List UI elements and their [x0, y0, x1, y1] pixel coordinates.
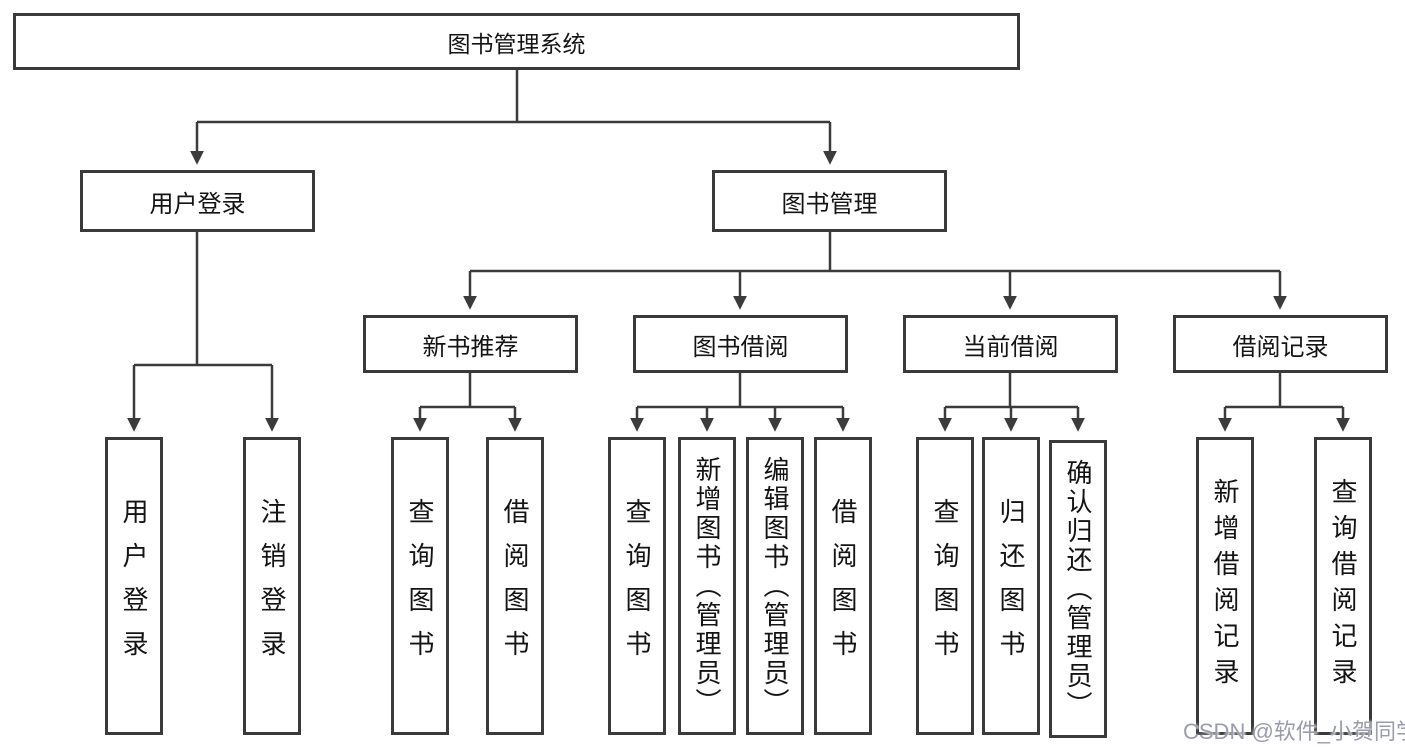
leaf-query-books-recommend: 查询图书: [391, 437, 449, 735]
node-label: 当前借阅: [962, 333, 1059, 361]
leaf-label: 借阅图书: [500, 498, 530, 674]
leaf-borrow-books-recommend: 借阅图书: [486, 437, 544, 735]
leaf-label: 查询图书: [622, 498, 652, 674]
node-borrow-record: 借阅记录: [1173, 315, 1388, 373]
csdn-watermark: CSDN @软件_小贺同学: [1183, 719, 1405, 744]
node-label: 新书推荐: [422, 333, 519, 361]
node-current-borrow: 当前借阅: [903, 315, 1118, 373]
node-user-login: 用户登录: [80, 170, 315, 232]
leaf-borrow-books: 借阅图书: [814, 437, 872, 735]
node-label: 图书管理: [781, 190, 878, 218]
node-label: 图书借阅: [692, 333, 789, 361]
leaf-add-book-admin: 新增图书（管理员）: [678, 437, 736, 735]
leaf-label: 新增图书（管理员）: [692, 455, 722, 717]
node-label: 用户登录: [149, 190, 246, 218]
leaf-label: 查询图书: [930, 498, 960, 674]
leaf-return-book: 归还图书: [982, 437, 1040, 735]
leaf-label: 归还图书: [996, 498, 1026, 674]
node-root-system: 图书管理系统: [13, 13, 1020, 70]
node-label: 借阅记录: [1232, 333, 1329, 361]
leaf-label: 查询图书: [405, 498, 435, 674]
leaf-label: 查询借阅记录: [1328, 478, 1358, 694]
leaf-query-current: 查询图书: [916, 437, 974, 735]
leaf-label: 借阅图书: [828, 498, 858, 674]
leaf-edit-book-admin: 编辑图书（管理员）: [746, 437, 804, 735]
leaf-label: 确认归还（管理员）: [1063, 458, 1093, 720]
leaf-label: 用户登录: [119, 498, 149, 674]
leaf-add-borrow-record: 新增借阅记录: [1196, 437, 1254, 735]
leaf-query-books: 查询图书: [608, 437, 666, 735]
node-book-borrow: 图书借阅: [633, 315, 848, 373]
leaf-label: 注销登录: [257, 498, 287, 674]
node-new-book-recommend: 新书推荐: [363, 315, 578, 373]
leaf-logout: 注销登录: [243, 437, 301, 735]
node-label: 图书管理系统: [447, 30, 586, 57]
leaf-query-borrow-record: 查询借阅记录: [1314, 437, 1372, 735]
leaf-user-login: 用户登录: [105, 437, 163, 735]
leaf-label: 新增借阅记录: [1210, 478, 1240, 694]
leaf-label: 编辑图书（管理员）: [760, 455, 790, 717]
node-book-management: 图书管理: [712, 170, 947, 232]
leaf-confirm-return-admin: 确认归还（管理员）: [1049, 440, 1107, 738]
